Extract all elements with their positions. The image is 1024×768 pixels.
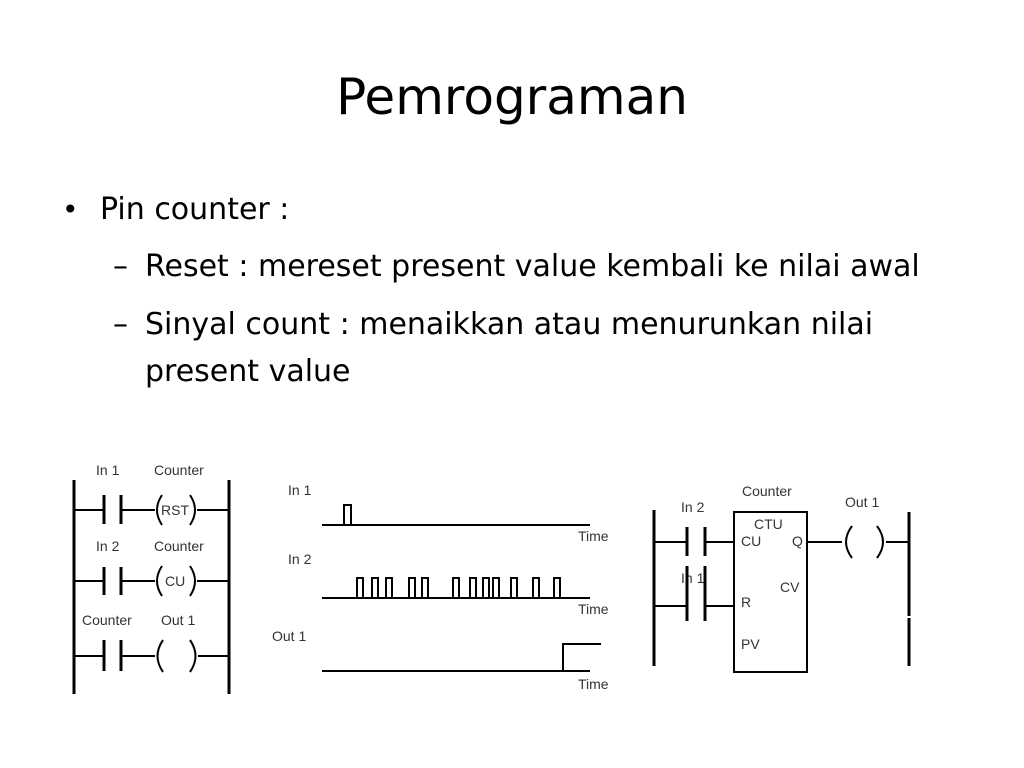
dash-marker: – — [113, 307, 128, 342]
contact-label-in1: In 1 — [681, 570, 705, 586]
ladder-left: In 1 Counter RST In 2 Counter CU Counter… — [72, 462, 231, 694]
bullet-dot: • — [62, 193, 79, 226]
sub-item-reset: Reset : mereset present value kembali ke… — [145, 249, 920, 284]
timing-diagram: In 1 Time In 2 Time Out 1 Time — [272, 482, 609, 692]
coil-label-rst: RST — [161, 502, 189, 518]
dash-marker: – — [113, 249, 128, 284]
pulse-in1 — [343, 504, 352, 525]
block-title: Counter — [742, 483, 792, 499]
signal-label-in2: In 2 — [288, 551, 312, 567]
pin-cv: CV — [780, 579, 800, 595]
counter-diagram: In 1 Counter RST In 2 Counter CU Counter… — [72, 462, 911, 694]
coil-title-rung1: Counter — [154, 462, 204, 478]
ladder-right: Counter Out 1 In 2 CTU CU Q CV R PV In 1 — [652, 483, 911, 673]
slide-title: Pemrograman — [336, 68, 688, 126]
pin-pv: PV — [741, 636, 760, 652]
counter-block-ctu — [733, 511, 808, 673]
contact-label-in1: In 1 — [96, 462, 120, 478]
signal-label-in1: In 1 — [288, 482, 312, 498]
signal-trace-out1 — [322, 643, 601, 672]
coil-rst — [156, 494, 163, 526]
sub-item-sinyal-count-continuation: present value — [145, 354, 351, 389]
coil-out1 — [156, 639, 164, 673]
coil-out1 — [845, 525, 853, 559]
coil-label-cu: CU — [165, 573, 185, 589]
pin-r: R — [741, 594, 751, 610]
contact-label-in2: In 2 — [96, 538, 120, 554]
signal-label-out1: Out 1 — [272, 628, 306, 644]
pin-cu: CU — [741, 533, 761, 549]
sub-item-sinyal-count: Sinyal count : menaikkan atau menurunkan… — [145, 307, 874, 342]
time-label-out1: Time — [578, 676, 609, 692]
bullet-pin-counter: Pin counter : — [100, 192, 290, 227]
time-label-in1: Time — [578, 528, 609, 544]
contact-label-in2: In 2 — [681, 499, 705, 515]
block-name-ctu: CTU — [754, 516, 783, 532]
coil-cu — [156, 565, 163, 597]
time-label-in2: Time — [578, 601, 609, 617]
pin-q: Q — [792, 533, 803, 549]
coil-title-out1: Out 1 — [161, 612, 195, 628]
pulse-train-in2 — [356, 577, 561, 598]
coil-label-out1: Out 1 — [845, 494, 879, 510]
contact-label-counter: Counter — [82, 612, 132, 628]
coil-title-rung2: Counter — [154, 538, 204, 554]
bullet-list: • Pin counter : – Reset : mereset presen… — [62, 192, 920, 389]
